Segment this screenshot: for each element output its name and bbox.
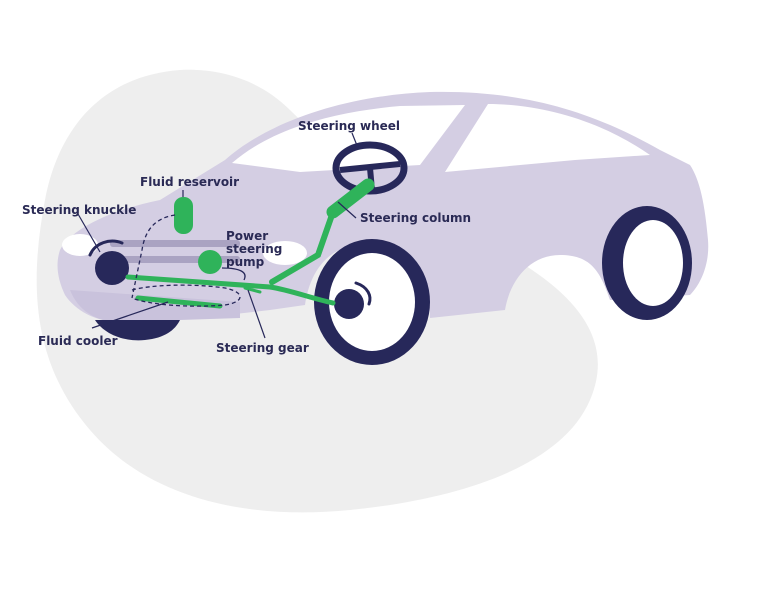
knuckle-arc	[88, 239, 124, 257]
leader-steering-gear	[247, 289, 266, 339]
leader-steering-knuckle	[77, 213, 101, 253]
windshield	[232, 105, 465, 172]
leader-fluid-cooler	[91, 301, 169, 329]
steering-shaft	[269, 209, 336, 285]
front-hub	[334, 289, 364, 319]
steering-knuckle	[95, 251, 129, 285]
steering-column	[326, 178, 375, 219]
label-fluid-reservoir: Fluid reservoir	[140, 175, 240, 189]
label-fluid-cooler: Fluid cooler	[38, 334, 118, 348]
headlight-right	[263, 241, 307, 265]
front-left-tire	[95, 320, 180, 341]
power-steering-pump	[198, 250, 222, 274]
leader-lines	[77, 132, 359, 339]
label-power-steering-pump: Power steering pump	[226, 229, 283, 269]
side-window	[445, 104, 650, 172]
headlight-left	[62, 234, 98, 256]
label-steering-gear: Steering gear	[216, 341, 309, 355]
fluid-reservoir	[174, 197, 193, 234]
fluid-cooler	[135, 295, 223, 309]
steering-rack	[125, 274, 336, 306]
label-steering-knuckle: Steering knuckle	[22, 203, 137, 217]
label-steering-wheel: Steering wheel	[298, 119, 401, 133]
leader-steering-wheel	[351, 132, 359, 149]
hub-arc	[354, 281, 372, 306]
leader-steering-column	[337, 201, 357, 219]
front-rim	[329, 253, 415, 351]
fluid-line-loop	[131, 284, 241, 307]
label-steering-column: Steering column	[360, 211, 472, 225]
steering-rack-lower	[243, 286, 262, 294]
grille-bar-1	[110, 240, 240, 247]
pump-line	[221, 267, 246, 281]
fluid-line-reservoir	[131, 214, 176, 299]
rear-rim	[623, 220, 683, 306]
